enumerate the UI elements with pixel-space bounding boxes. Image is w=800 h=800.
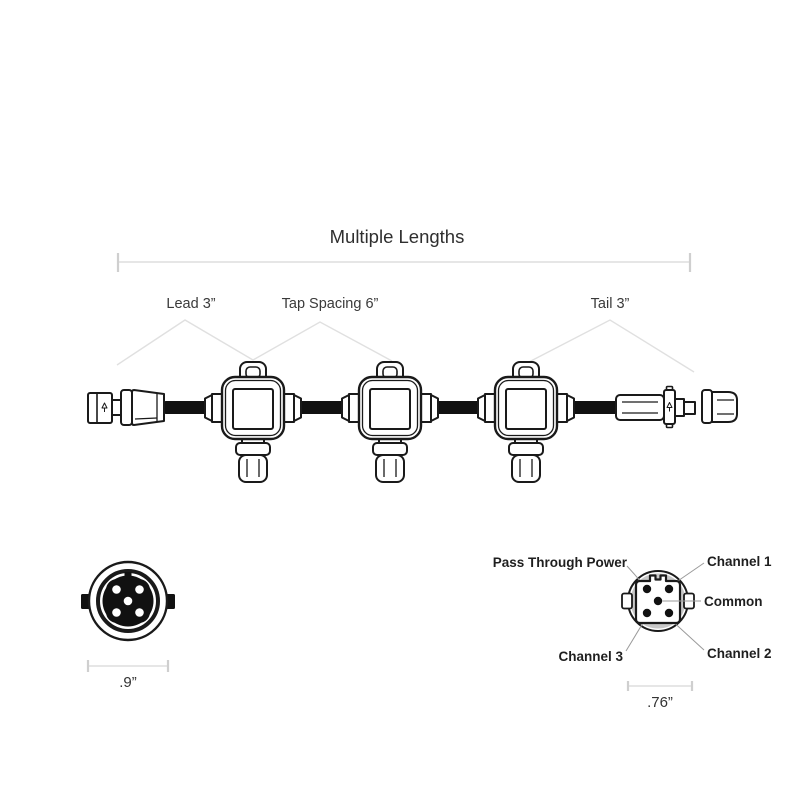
tail-cap <box>701 389 738 424</box>
pin-label-common: Common <box>704 594 763 609</box>
orientation-arrow-icon <box>101 402 108 412</box>
cable-assembly <box>87 360 738 484</box>
square-connector-dimension: .76” <box>626 681 694 711</box>
connector-side-tab <box>81 594 90 609</box>
orientation-arrow-icon <box>666 402 673 412</box>
connector-side-tab <box>621 592 633 610</box>
square-connector-detail: Pass Through Power Channel 1 Common Chan… <box>493 554 772 711</box>
overall-dimension-line <box>116 253 692 272</box>
diagram-title: Multiple Lengths <box>330 226 465 247</box>
tail-plug <box>615 385 696 429</box>
tap-connector-3 <box>476 360 576 484</box>
pin-label-pass-through-power: Pass Through Power <box>493 555 628 570</box>
connector-pin <box>112 585 121 594</box>
connector-pin <box>135 608 144 617</box>
connector-side-tab <box>166 594 175 609</box>
connector-pin <box>123 596 133 606</box>
pin-label-channel-1: Channel 1 <box>707 554 772 569</box>
round-connector-dimension-label: .9” <box>119 674 137 691</box>
key-notch <box>124 572 132 581</box>
connector-pin <box>135 585 144 594</box>
connector-pin <box>664 584 674 594</box>
tap-connector-1 <box>203 360 303 484</box>
connector-pin <box>653 596 663 606</box>
tap-connector-2 <box>340 360 440 484</box>
leader-caret-lead <box>116 319 254 366</box>
round-connector-pins <box>112 585 144 617</box>
connector-pin <box>642 608 652 618</box>
leader-caret-tail <box>526 319 695 373</box>
connector-pin <box>642 584 652 594</box>
connector-pin <box>112 608 121 617</box>
label-lead: Lead 3” <box>166 296 215 312</box>
pin-label-channel-3: Channel 3 <box>558 649 623 664</box>
label-tap-spacing: Tap Spacing 6” <box>282 296 379 312</box>
leader-caret-tap-spacing <box>252 321 393 362</box>
round-connector-dimension: .9” <box>86 660 170 691</box>
square-connector-pins <box>642 584 674 618</box>
square-connector-dimension-label: .76” <box>647 694 673 711</box>
pin-label-channel-2: Channel 2 <box>707 646 772 661</box>
round-connector-detail: .9” <box>81 560 175 691</box>
lead-plug <box>87 389 165 426</box>
connector-pin <box>664 608 674 618</box>
label-tail: Tail 3” <box>591 296 630 312</box>
